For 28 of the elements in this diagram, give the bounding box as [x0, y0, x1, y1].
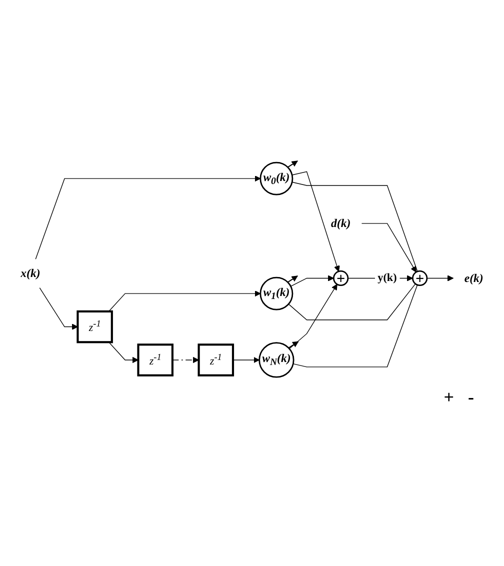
connector [292, 284, 418, 368]
node-circle: w$_{N}$(k) [258, 342, 294, 378]
arrow [108, 290, 261, 312]
node-box: z$^{-1}$ [198, 344, 234, 377]
node-text: e(k) [464, 272, 484, 285]
arrow [292, 171, 340, 272]
connector [288, 284, 416, 320]
node-circle: w$_{0}$(k) [260, 162, 294, 196]
arrow [289, 284, 338, 350]
arrow [426, 275, 454, 282]
arrow [108, 342, 139, 364]
sign-label: - [468, 386, 474, 409]
arrow [290, 275, 334, 287]
node-circle: + [333, 270, 349, 286]
arrow [172, 357, 200, 364]
node-box: z$^{-1}$ [76, 310, 113, 344]
node-circle: w$_{1}$(k) [260, 277, 294, 310]
connector [292, 182, 418, 272]
arrow [361, 223, 416, 273]
node-text: x(k) [20, 266, 40, 280]
arrow [35, 176, 261, 260]
arrow [232, 357, 260, 364]
node-circle: + [412, 270, 428, 286]
edge-label: y(k) [378, 272, 397, 284]
node-text: d(k) [331, 216, 351, 230]
sign-label: + [444, 386, 454, 409]
arrow [39, 288, 78, 330]
node-box: z$^{-1}$ [137, 344, 174, 377]
